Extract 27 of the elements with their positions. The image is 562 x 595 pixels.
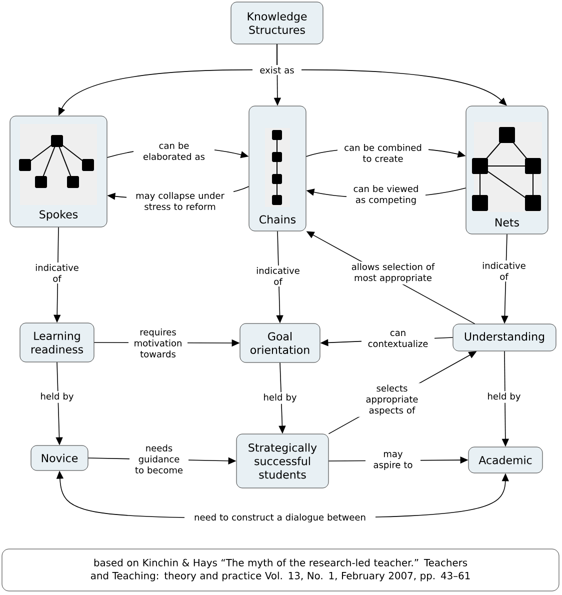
citation-box: based on Kinchin & Hays “The myth of the research-led teacher.” Teachers and Teaching: theory and practice Vol. 13, No. 1, February 2007, pp. 43–61 [2,548,560,592]
edge-label: may collapse under stress to reform [126,190,234,212]
concept-box: Novice [30,445,88,471]
edge-label: selects appropriate aspects of [354,383,430,417]
edge-label: indicative of [30,262,84,284]
concept-box: Learning readiness [20,322,94,362]
concept-box: Strategically successful students [236,434,329,488]
edge-label: indicative of [478,260,530,282]
edge-label: allows selection of most appropriate [342,262,444,284]
edge-label: can be combined to create [338,142,428,164]
edge-label: may aspire to [366,450,420,472]
edge-label: exist as [252,65,302,75]
edge-label: held by [482,391,526,403]
edge-label: requires motivation towards [128,327,188,359]
edge-label: indicative of [252,266,304,286]
concept-box: Understanding [452,324,556,352]
edge-label: held by [258,392,302,404]
edge-label: needs guidance to become [130,443,188,475]
edge-label: can contextualize [362,329,434,349]
edge-label: can be elaborated as [134,140,214,162]
concept-box: Knowledge Structures [230,2,324,44]
concept-box: Academic [468,446,543,474]
concept-box: Goal orientation [240,323,320,363]
edge-label: held by [36,391,78,403]
edge-label: can be viewed as competing [346,184,426,206]
edge-label: need to construct a dialogue between [184,512,376,524]
arrow [276,44,507,106]
